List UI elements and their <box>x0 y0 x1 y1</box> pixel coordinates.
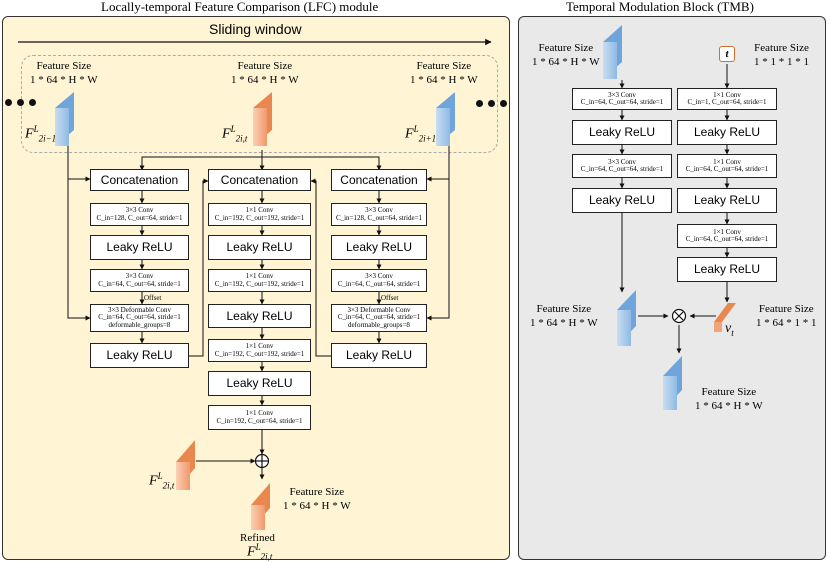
feature-block-next <box>436 92 455 146</box>
lfc-title: Locally-temporal Feature Comparison (LFC… <box>101 0 379 14</box>
left-relu2-box: Leaky ReLU <box>90 343 189 368</box>
var-f-next: FL2i+1 <box>405 124 437 144</box>
tmb-right-relu3-box: Leaky ReLU <box>677 257 777 282</box>
ellipsis-dot <box>29 99 36 106</box>
feature-block-skip <box>176 440 195 490</box>
refined-label: Refined <box>240 532 275 544</box>
left-offset-label: Offset <box>144 294 162 302</box>
element-wise-add <box>254 453 270 469</box>
right-relu1-box: Leaky ReLU <box>331 235 427 260</box>
t-input-badge: t <box>719 46 735 62</box>
feature-block-cur <box>253 92 272 146</box>
feature-block-prev <box>55 92 74 146</box>
var-vt: vt <box>725 321 734 338</box>
var-f-prev: FL2i−1 <box>25 124 57 144</box>
element-wise-multiply <box>671 308 687 324</box>
tmb-out-block <box>663 356 682 410</box>
middle-relu2-box: Leaky ReLU <box>208 304 311 328</box>
right-concat-box: Concatenation <box>331 169 427 191</box>
right-relu2-box: Leaky ReLU <box>331 343 427 368</box>
left-concat-box: Concatenation <box>90 169 189 191</box>
middle-relu3-box: Leaky ReLU <box>208 371 311 396</box>
ellipsis-dot <box>476 100 483 107</box>
tmb-left-relu1-box: Leaky ReLU <box>572 120 672 145</box>
sliding-window-label: Sliding window <box>209 21 302 37</box>
tmb-right-relu1-box: Leaky ReLU <box>677 120 777 145</box>
var-f-skip: FL2i,t <box>149 471 175 491</box>
ellipsis-dot <box>5 99 12 106</box>
tmb-mid-block <box>617 290 636 346</box>
tmb-right-relu2-box: Leaky ReLU <box>677 188 777 213</box>
tmb-title: Temporal Modulation Block (TMB) <box>566 0 754 14</box>
ellipsis-dot <box>488 100 495 107</box>
ellipsis-dot <box>17 99 24 106</box>
feature-block-refined <box>251 483 270 530</box>
var-f-cur: FL2i,t <box>222 124 248 144</box>
left-relu1-box: Leaky ReLU <box>90 235 189 260</box>
tmb-vt-block <box>714 303 736 332</box>
right-offset-label: Offset <box>381 294 399 302</box>
tmb-left-relu2-box: Leaky ReLU <box>572 188 672 213</box>
ellipsis-dot <box>500 100 507 107</box>
tmb-input-block <box>603 25 622 79</box>
middle-relu1-box: Leaky ReLU <box>208 235 311 260</box>
var-f-refined: FL2i,t <box>247 542 273 562</box>
middle-concat-box: Concatenation <box>208 169 311 191</box>
